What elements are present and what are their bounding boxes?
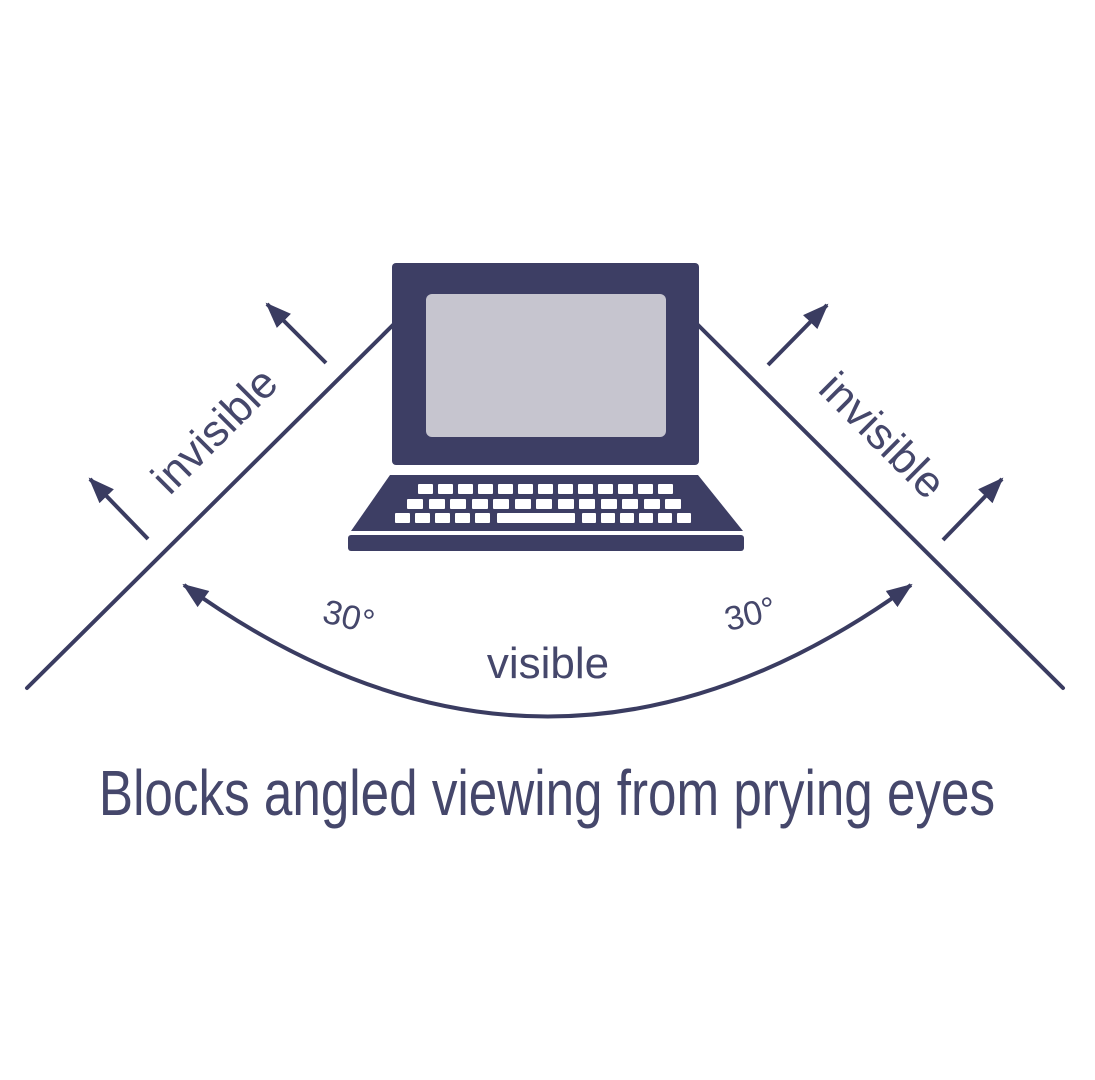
laptop-icon <box>348 263 744 551</box>
invisible-boundary-line-right <box>695 322 1065 690</box>
angle-label-right: 30° <box>721 590 780 639</box>
laptop-base <box>348 535 744 551</box>
invisible-boundary-line-left <box>25 320 398 690</box>
invisible-label-right: invisible <box>810 363 955 508</box>
blocked-view-arrow-lower-left <box>88 477 150 541</box>
caption: Blocks angled viewing from prying eyes <box>99 759 995 830</box>
laptop-screen <box>426 294 666 437</box>
visible-angle-arc <box>182 583 913 719</box>
invisible-label-left: invisible <box>142 358 287 503</box>
blocked-view-arrow-upper-left <box>265 302 328 365</box>
laptop-keyboard-keys <box>395 484 691 523</box>
blocked-view-arrow-lower-right <box>941 477 1004 542</box>
blocked-view-arrow-upper-right <box>766 303 829 367</box>
visible-label: visible <box>487 639 609 688</box>
angle-label-left: 30° <box>319 593 378 642</box>
